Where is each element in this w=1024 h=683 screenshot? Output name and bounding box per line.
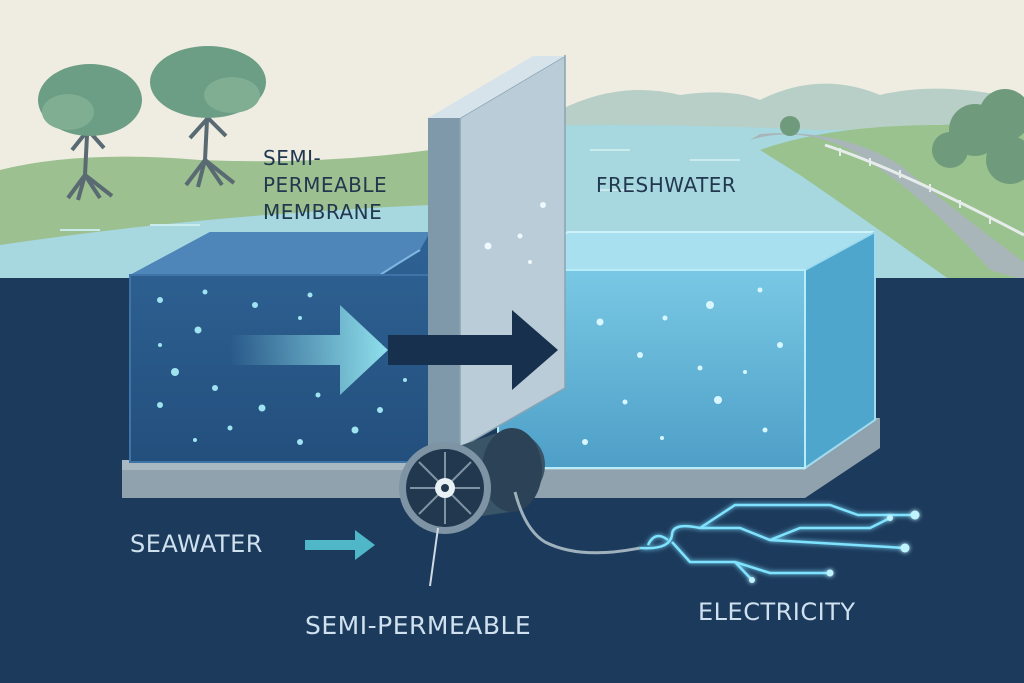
membrane-label-line2: PERMEABLE bbox=[263, 173, 387, 197]
coastal-road bbox=[750, 133, 1024, 280]
membrane-label-line1: SEMI- bbox=[263, 146, 321, 170]
arrow-right-icon bbox=[230, 305, 388, 395]
semi-permeable-membrane bbox=[428, 54, 566, 450]
bushes-icon bbox=[780, 89, 1024, 184]
circuit-nodes bbox=[749, 510, 920, 583]
membrane-label-line3: MEMBRANE bbox=[263, 200, 382, 224]
turbine-icon bbox=[399, 428, 641, 587]
freshwater-tank bbox=[497, 230, 876, 470]
tree-icon bbox=[38, 64, 142, 201]
water-ripples bbox=[60, 149, 970, 251]
road-guardrail bbox=[824, 143, 1024, 237]
seawater-bubbles bbox=[157, 289, 407, 445]
base-platform bbox=[122, 418, 880, 498]
seawater-label: SEAWATER bbox=[130, 530, 263, 558]
electricity-label: ELECTRICITY bbox=[698, 598, 856, 626]
circuit-icon bbox=[639, 503, 915, 581]
freshwater-label: FRESHWATER bbox=[596, 173, 736, 197]
arrow-right-icon bbox=[305, 530, 375, 560]
tree-icon bbox=[150, 46, 266, 188]
arrow-right-icon bbox=[388, 310, 558, 390]
membrane-bubbles bbox=[484, 202, 546, 264]
road-rail-posts bbox=[839, 148, 991, 224]
turbine-label: SEMI-PERMEABLE bbox=[305, 611, 531, 640]
